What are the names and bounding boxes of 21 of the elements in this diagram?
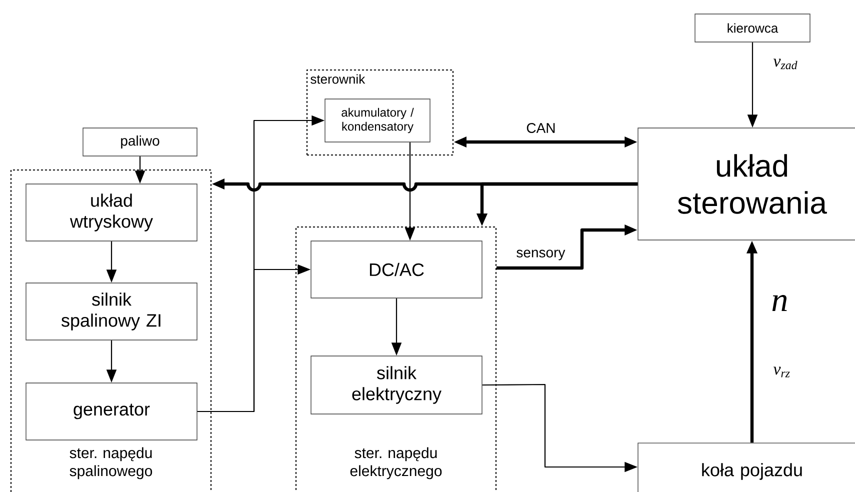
group-label: sterownik: [310, 74, 366, 84]
signal-label: v$_{rz}$: [773, 366, 790, 378]
edge-label: n: [772, 294, 787, 311]
edge-label: v$_{zad}$: [773, 58, 798, 70]
group-label: ster. napędu spalinowego: [70, 447, 152, 480]
process-box: układ wtryskowy: [26, 184, 198, 242]
process-box: paliwo: [82, 128, 198, 156]
process-box: układ sterowania: [638, 128, 855, 240]
process-box: generator: [26, 382, 198, 440]
dashed-group: [296, 226, 496, 492]
group-label: ster. napędu elektrycznego: [350, 447, 442, 480]
process-box: akumulatory / kondensatory: [324, 98, 430, 142]
process-box: silnik spalinowy ZI: [26, 282, 198, 340]
edge-label: CAN: [526, 123, 555, 133]
process-box: DC/AC: [310, 240, 482, 298]
dashed-group: [10, 170, 212, 492]
edge-label: sensory: [516, 250, 566, 260]
process-box: kierowca: [694, 14, 810, 42]
dashed-group: [306, 70, 454, 156]
process-box: koła pojazdu: [638, 442, 855, 492]
process-box: silnik elektryczny: [310, 356, 482, 414]
